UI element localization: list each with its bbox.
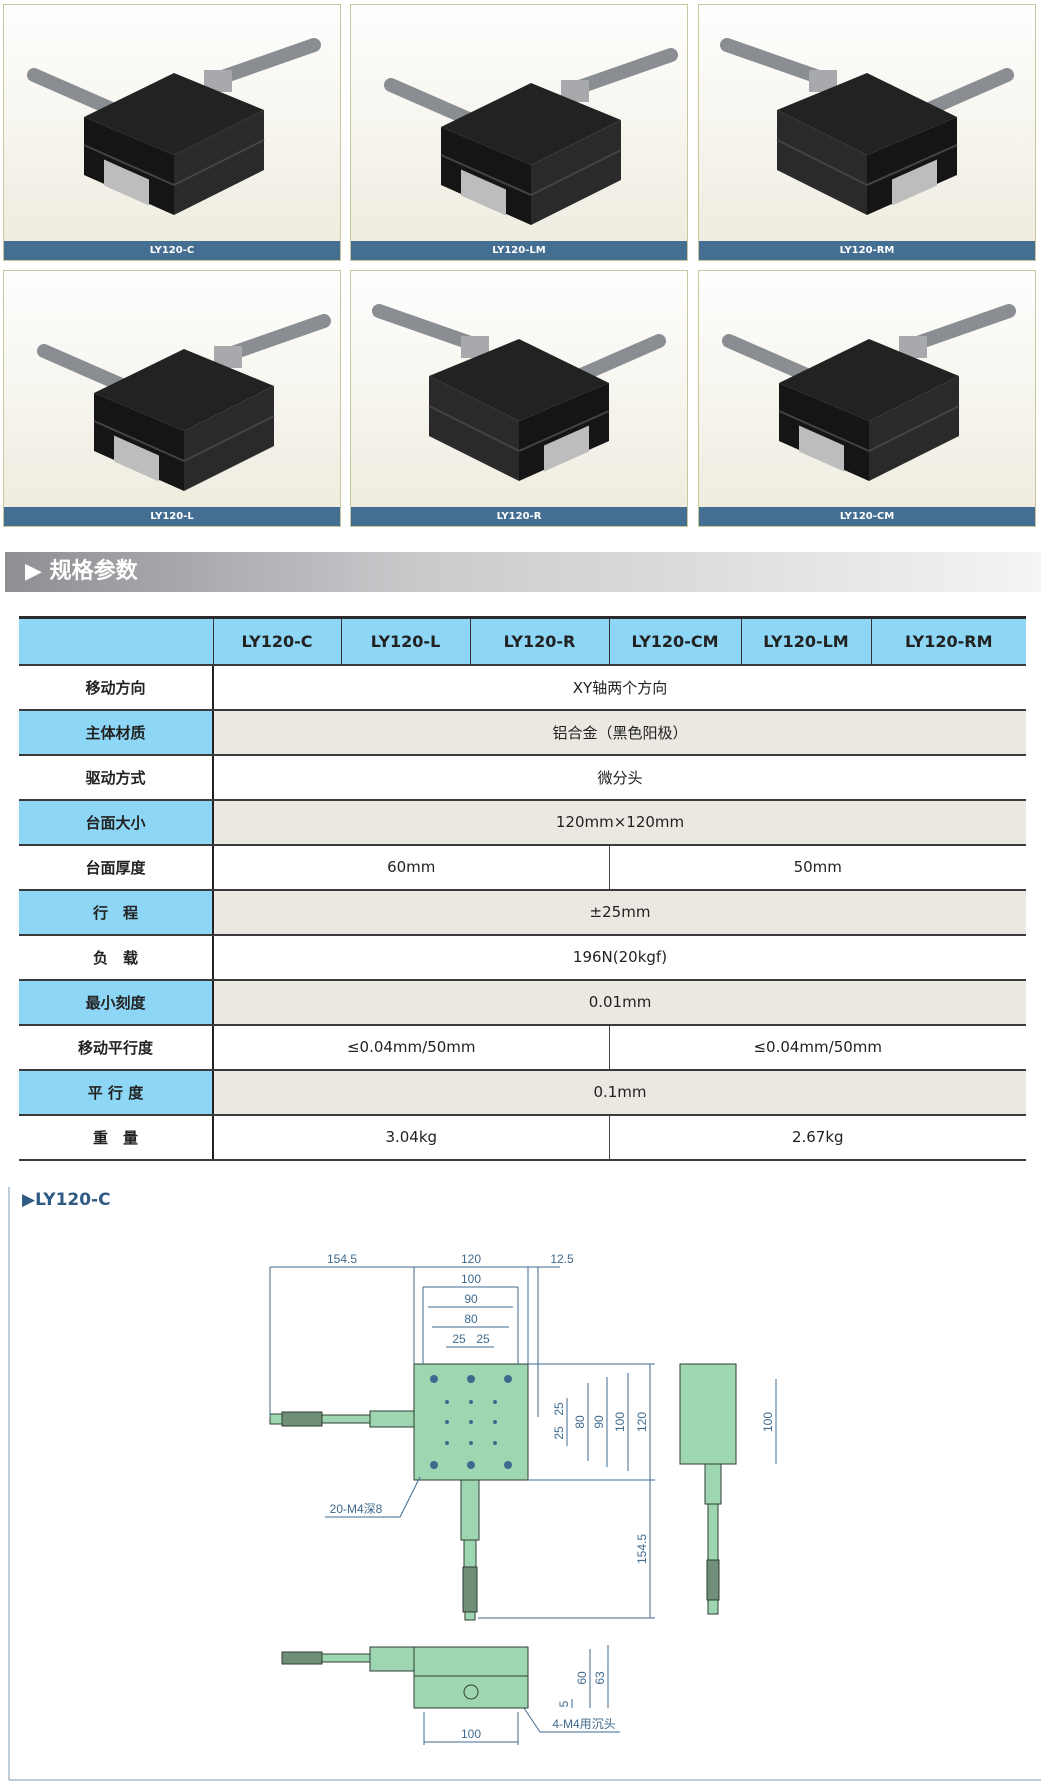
dim-label: 100	[461, 1272, 481, 1286]
row-label: 移动平行度	[19, 1024, 214, 1071]
product-label: LY120-L	[4, 507, 340, 526]
row-label: 主体材质	[19, 709, 214, 756]
product-image	[351, 5, 688, 243]
header-cell: LY120-L	[340, 617, 470, 666]
row-value: 2.67kg	[608, 1114, 1026, 1161]
row-label: 最小刻度	[19, 979, 214, 1026]
drawing-title: ▶LY120-C	[22, 1190, 111, 1210]
dim-label: 100	[461, 1727, 481, 1741]
dim-label: 25	[552, 1402, 566, 1416]
dim-label: 90	[464, 1292, 478, 1306]
row-value: 铝合金（黑色阳极）	[212, 709, 1026, 756]
dim-label: 100	[613, 1412, 627, 1432]
table-row: 驱动方式微分头	[19, 754, 1026, 801]
row-value: ±25mm	[212, 889, 1026, 936]
row-value: 微分头	[212, 754, 1026, 801]
dim-label: 80	[573, 1415, 587, 1429]
header-cell: LY120-CM	[608, 617, 741, 666]
row-value: ≤0.04mm/50mm	[212, 1024, 609, 1071]
dimension-lines	[269, 1266, 777, 1745]
product-label: LY120-CM	[699, 507, 1035, 526]
row-value: 0.01mm	[212, 979, 1026, 1026]
row-label: 驱动方式	[19, 754, 214, 801]
header-cell: LY120-R	[469, 617, 609, 666]
product-image	[699, 271, 1036, 509]
header-cell: LY120-RM	[870, 617, 1026, 666]
dim-label: 5	[557, 1700, 571, 1707]
product-card[interactable]: LY120-C	[3, 4, 341, 261]
header-cell: LY120-LM	[740, 617, 871, 666]
top-view	[269, 1363, 529, 1621]
table-header-row: LY120-C LY120-L LY120-R LY120-CM LY120-L…	[19, 617, 1026, 666]
product-card[interactable]: LY120-CM	[698, 270, 1036, 527]
technical-drawing: 154.5 120 12.5 100 90 80 25 25 25 25 80 …	[8, 1187, 1041, 1781]
side-view	[679, 1363, 737, 1615]
knurled-grip	[281, 1411, 323, 1427]
dim-label: 100	[761, 1412, 775, 1432]
dim-label: 154.5	[635, 1534, 649, 1564]
front-view	[281, 1646, 529, 1709]
row-label: 负 载	[19, 934, 214, 981]
dim-label: 25	[476, 1332, 490, 1346]
product-label: LY120-R	[351, 507, 687, 526]
product-image	[699, 5, 1036, 243]
dim-label: 25	[452, 1332, 466, 1346]
dimension-labels: 154.5 120 12.5 100 90 80 25 25 25 25 80 …	[327, 1252, 775, 1741]
product-card[interactable]: LY120-LM	[350, 4, 688, 261]
dim-label: 90	[592, 1415, 606, 1429]
dim-label: 120	[635, 1412, 649, 1432]
knurled-grip	[462, 1566, 478, 1613]
row-value: XY轴两个方向	[212, 664, 1026, 711]
dim-label: 154.5	[327, 1252, 357, 1266]
product-label: LY120-RM	[699, 241, 1035, 260]
product-card[interactable]: LY120-L	[3, 270, 341, 527]
row-value: 3.04kg	[212, 1114, 609, 1161]
dim-label: 25	[552, 1426, 566, 1440]
product-card[interactable]: LY120-R	[350, 270, 688, 527]
note-holes: 20-M4深8	[330, 1502, 383, 1516]
section-header-specs: ▶ 规格参数	[5, 552, 1041, 592]
row-label: 移动方向	[19, 664, 214, 711]
product-card[interactable]: LY120-RM	[698, 4, 1036, 261]
row-value: 50mm	[608, 844, 1026, 891]
table-row: 主体材质铝合金（黑色阳极）	[19, 709, 1026, 756]
product-image	[4, 271, 341, 509]
table-row: 行 程±25mm	[19, 889, 1026, 936]
product-label: LY120-LM	[351, 241, 687, 260]
spec-table: LY120-C LY120-L LY120-R LY120-CM LY120-L…	[19, 616, 1026, 1161]
dim-label: 60	[575, 1671, 589, 1685]
dim-label: 80	[464, 1312, 478, 1326]
row-value: 0.1mm	[212, 1069, 1026, 1116]
product-image	[4, 5, 341, 243]
row-label: 台面大小	[19, 799, 214, 846]
product-label: LY120-C	[4, 241, 340, 260]
mount-holes	[430, 1375, 512, 1469]
row-value: 120mm×120mm	[212, 799, 1026, 846]
table-row: 移动平行度≤0.04mm/50mm≤0.04mm/50mm	[19, 1024, 1026, 1071]
row-label: 台面厚度	[19, 844, 214, 891]
row-label: 行 程	[19, 889, 214, 936]
row-value: 60mm	[212, 844, 609, 891]
row-value: 196N(20kgf)	[212, 934, 1026, 981]
note-counterbore: 4-M4用沉头	[552, 1717, 615, 1731]
row-value: ≤0.04mm/50mm	[608, 1024, 1026, 1071]
header-cell	[19, 617, 213, 666]
header-cell: LY120-C	[212, 617, 341, 666]
dim-label: 63	[593, 1671, 607, 1685]
product-image	[351, 271, 688, 509]
row-label: 平 行 度	[19, 1069, 214, 1116]
row-label: 重 量	[19, 1114, 214, 1161]
dim-label: 12.5	[550, 1252, 574, 1266]
dim-label: 120	[461, 1252, 481, 1266]
